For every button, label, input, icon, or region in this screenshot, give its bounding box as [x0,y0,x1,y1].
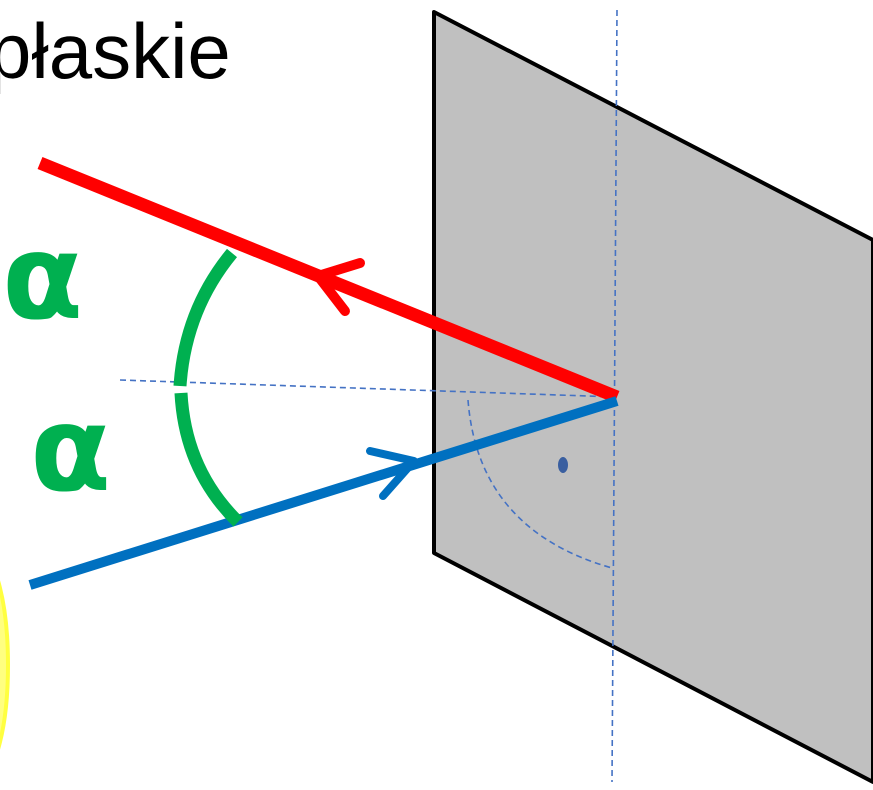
title-fragment: płaskie [0,7,231,95]
mirror-point [558,457,568,473]
vertical-guide-line [611,9,618,783]
light-source [0,580,10,750]
incident-ray [28,396,619,590]
angle-label-upper: α [2,208,83,346]
angle-arc-upper [173,248,238,387]
angle-label-lower: α [30,380,111,518]
reflected-ray-arrowhead [313,258,365,316]
mirror-plane [432,10,873,784]
right-angle-arc [467,399,613,569]
incident-ray-arrowhead [366,447,418,500]
reflected-ray [37,156,620,404]
normal-line [119,379,618,398]
angle-arc-lower [174,392,243,527]
